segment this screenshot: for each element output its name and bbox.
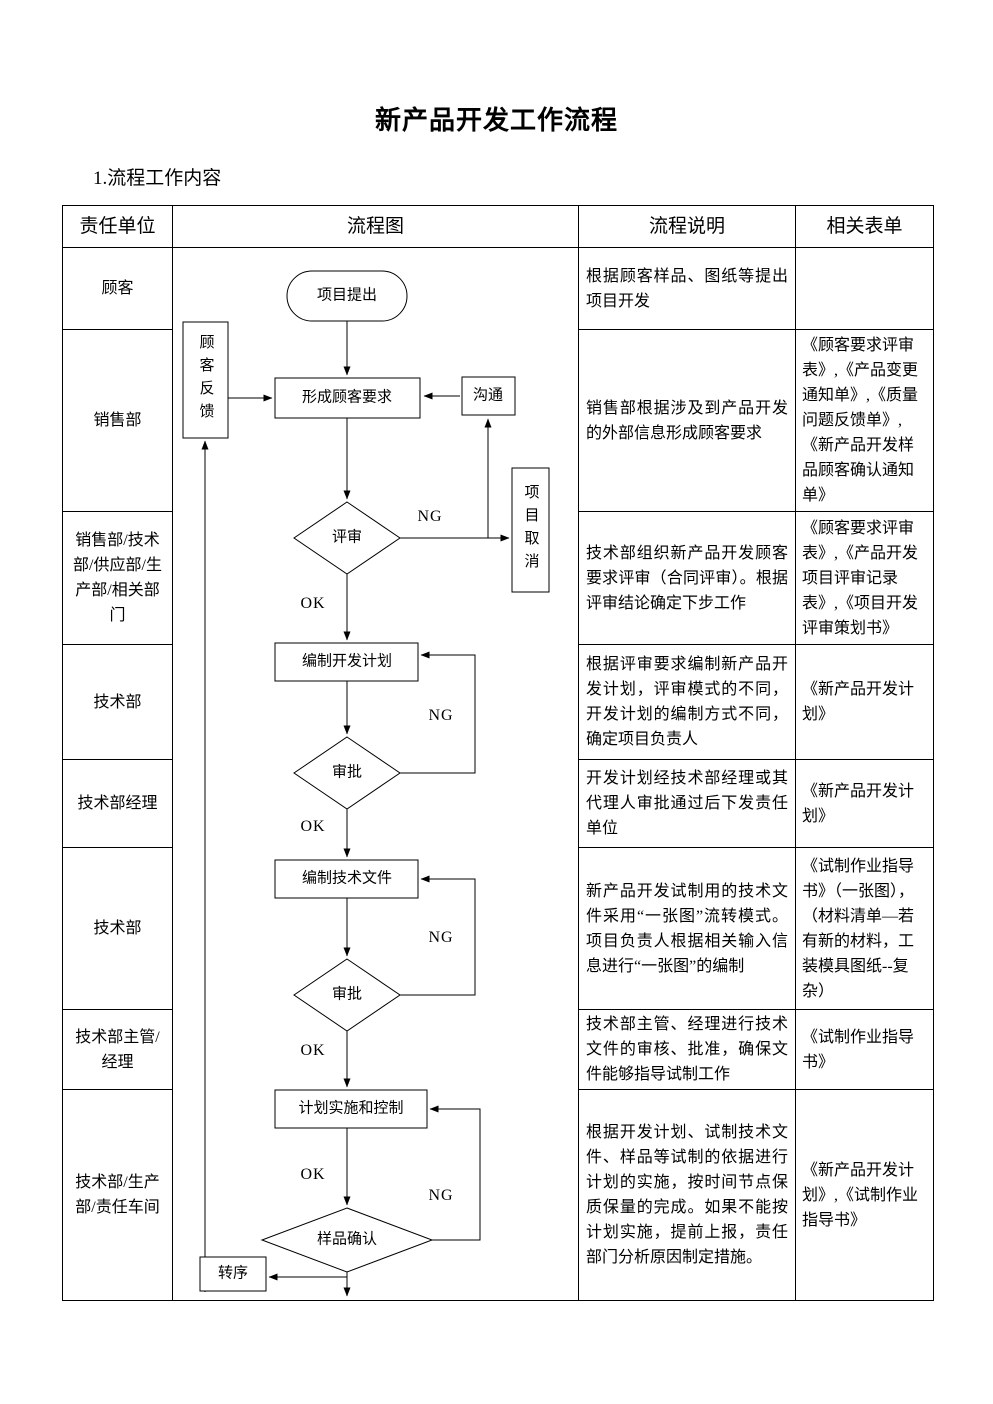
forms-cell-5: 《试制作业指导书》（一张图），（材料清单—若有新的材料，工装模具图纸--复杂） (796, 848, 933, 1010)
header-unit: 责任单位 (63, 206, 173, 248)
unit-cell-7: 技术部/生产部/责任车间 (63, 1090, 173, 1300)
desc-cell-4: 开发计划经技术部经理或其代理人审批通过后下发责任单位 (579, 760, 796, 848)
section-heading: 1.流程工作内容 (93, 168, 222, 189)
forms-cell-2: 《顾客要求评审表》,《产品开发项目评审记录表》,《项目开发评审策划书》 (796, 512, 933, 645)
process-table: 责任单位 流程图 流程说明 相关表单 顾客 销售部 销售部/技术部/供应部/生产… (62, 205, 934, 1301)
forms-cell-3: 《新产品开发计划》 (796, 645, 933, 760)
unit-cell-4: 技术部经理 (63, 760, 173, 848)
unit-cell-6: 技术部主管/经理 (63, 1010, 173, 1090)
desc-cell-2: 技术部组织新产品开发顾客要求评审（合同评审）。根据评审结论确定下步工作 (579, 512, 796, 645)
page-title: 新产品开发工作流程 (374, 106, 618, 135)
desc-cell-5: 新产品开发试制用的技术文件采用“一张图”流转模式。项目负责人根据相关输入信息进行… (579, 848, 796, 1010)
forms-cell-1: 《顾客要求评审表》,《产品变更通知单》,《质量问题反馈单》,《新产品开发样品顾客… (796, 330, 933, 512)
desc-cell-0: 根据顾客样品、图纸等提出项目开发 (579, 248, 796, 330)
header-forms: 相关表单 (796, 206, 933, 248)
unit-cell-3: 技术部 (63, 645, 173, 760)
forms-cell-7: 《新产品开发计划》,《试制作业指导书》 (802, 1161, 919, 1229)
unit-cell-2: 销售部/技术部/供应部/生产部/相关部门 (63, 512, 173, 645)
desc-cell-3: 根据评审要求编制新产品开发计划，评审模式的不同，开发计划的编制方式不同，确定项目… (579, 645, 796, 760)
unit-cell-5: 技术部 (63, 848, 173, 1010)
forms-cell-4: 《新产品开发计划》 (796, 760, 933, 848)
desc-cell-6: 技术部主管、经理进行技术文件的审核、批准，确保文件能够指导试制工作 (579, 1010, 796, 1090)
unit-cell-0: 顾客 (63, 248, 173, 330)
forms-cell-0 (796, 248, 933, 330)
desc-cell-1: 销售部根据涉及到产品开发的外部信息形成顾客要求 (579, 330, 796, 512)
header-flow: 流程图 (173, 206, 579, 248)
header-desc: 流程说明 (579, 206, 796, 248)
flowchart-cell (173, 248, 579, 1300)
forms-cell-6: 《试制作业指导书》 (796, 1010, 933, 1090)
unit-cell-1: 销售部 (63, 330, 173, 512)
desc-cell-7: 根据开发计划、试制技术文件、样品等试制的依据进行计划的实施，按时间节点保质保量的… (579, 1090, 796, 1300)
